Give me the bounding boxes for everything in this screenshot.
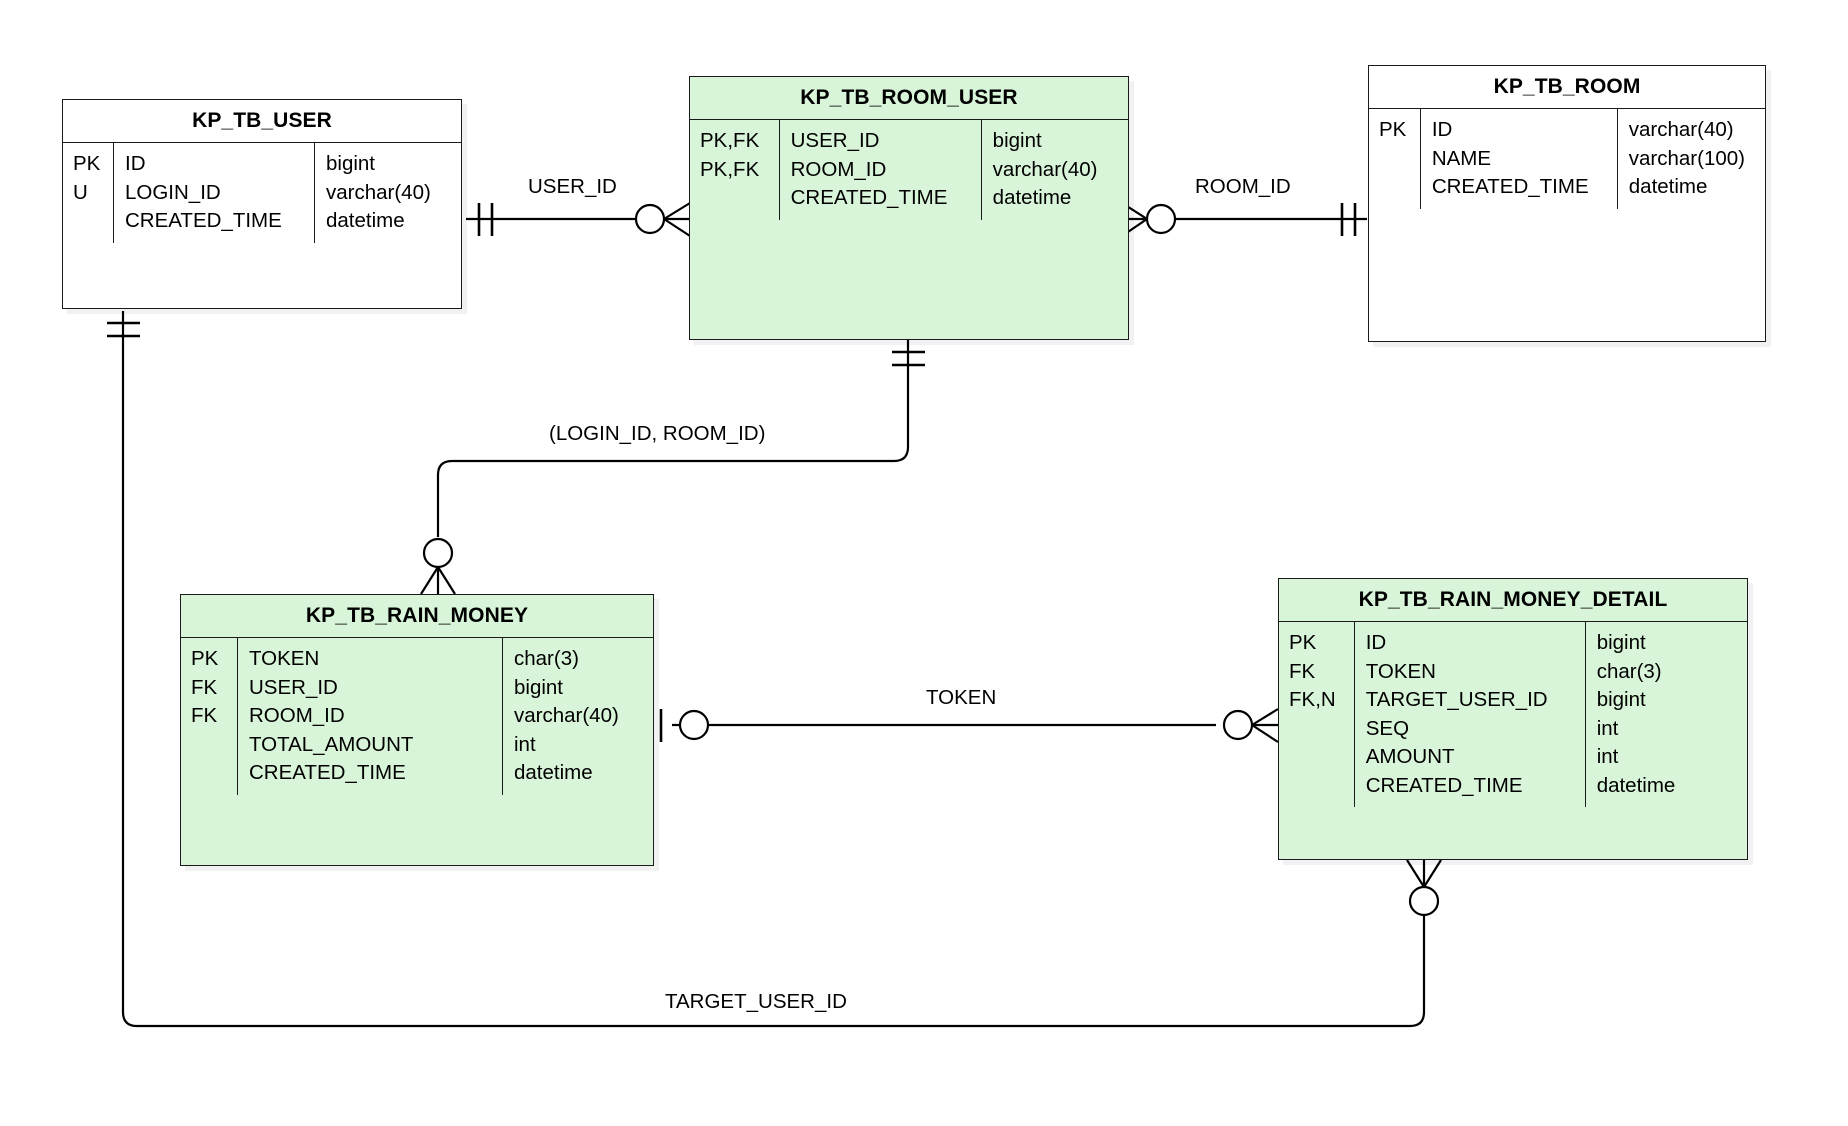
relationship-line-user-id xyxy=(466,202,691,237)
key-cell xyxy=(191,731,228,760)
key-cell: FK xyxy=(191,675,218,699)
key-cell: PK xyxy=(1289,631,1317,654)
entity-kp-tb-rain-money-detail[interactable]: KP_TB_RAIN_MONEY_DETAIL PK FK FK,N ID TO… xyxy=(1278,578,1748,860)
entity-name-column: ID TOKEN TARGET_USER_ID SEQ AMOUNT CREAT… xyxy=(1355,622,1586,807)
column-type: int xyxy=(1596,716,1619,740)
relationship-label-login-id-room-id: (LOGIN_ID, ROOM_ID) xyxy=(544,421,771,447)
column-type: char(3) xyxy=(1596,659,1662,683)
column-type: bigint xyxy=(992,129,1042,152)
column-name: CREATED_TIME xyxy=(125,209,282,232)
column-name: ID xyxy=(1365,631,1387,654)
key-cell: FK xyxy=(191,704,218,727)
entity-key-column: PK xyxy=(1369,109,1421,209)
column-name: CREATED_TIME xyxy=(249,761,406,784)
column-type: bigint xyxy=(1596,631,1646,654)
column-name: CREATED_TIME xyxy=(1365,773,1523,797)
entity-body: PK ID NAME CREATED_TIME varchar(40) varc… xyxy=(1369,109,1765,209)
relationship-label-user-id: USER_ID xyxy=(523,174,622,200)
relationship-line-token xyxy=(659,708,1279,743)
column-type: bigint xyxy=(1596,688,1646,711)
column-type: int xyxy=(1596,745,1619,768)
column-type: datetime xyxy=(1596,773,1676,797)
column-name: SEQ xyxy=(1365,716,1410,740)
key-cell xyxy=(1289,772,1345,801)
key-cell: PK,FK xyxy=(700,129,760,152)
entity-type-column: varchar(40) varchar(100) datetime xyxy=(1618,109,1765,209)
entity-name-column: TOKEN USER_ID ROOM_ID TOTAL_AMOUNT CREAT… xyxy=(238,638,503,795)
column-name: AMOUNT xyxy=(1365,745,1455,768)
entity-kp-tb-user[interactable]: KP_TB_USER PK U ID LOGIN_ID CREATED_TIME… xyxy=(62,99,462,309)
relationship-label-token: TOKEN xyxy=(921,685,1002,711)
column-name: ID xyxy=(1431,118,1453,141)
key-cell: FK,N xyxy=(1289,688,1336,711)
column-type: datetime xyxy=(326,209,405,232)
key-cell: PK xyxy=(191,647,219,670)
column-type: bigint xyxy=(514,675,564,699)
entity-key-column: PK U xyxy=(63,143,114,243)
entity-body: PK,FK PK,FK USER_ID ROOM_ID CREATED_TIME… xyxy=(690,120,1128,220)
entity-name-column: USER_ID ROOM_ID CREATED_TIME xyxy=(780,120,982,220)
entity-title: KP_TB_ROOM xyxy=(1369,66,1765,109)
key-cell xyxy=(700,184,770,213)
entity-body: PK FK FK,N ID TOKEN TARGET_USER_ID SEQ A… xyxy=(1279,622,1747,807)
entity-body: PK U ID LOGIN_ID CREATED_TIME bigint var… xyxy=(63,143,461,243)
relationship-line-login-id-room-id xyxy=(420,340,925,595)
entity-key-column: PK FK FK,N xyxy=(1279,622,1355,807)
column-name: CREATED_TIME xyxy=(1431,175,1589,198)
key-cell xyxy=(191,759,228,788)
entity-body: PK FK FK TOKEN USER_ID ROOM_ID TOTAL_AMO… xyxy=(181,638,653,795)
column-type: varchar(40) xyxy=(326,180,431,204)
column-name: ROOM_ID xyxy=(790,157,887,181)
key-cell: U xyxy=(73,180,88,204)
key-cell: PK xyxy=(73,152,101,175)
key-cell xyxy=(1289,743,1345,772)
column-name: USER_ID xyxy=(249,675,338,699)
entity-type-column: bigint char(3) bigint int int datetime xyxy=(1586,622,1747,807)
entity-title: KP_TB_ROOM_USER xyxy=(690,77,1128,120)
relationship-line-room-id xyxy=(1121,202,1367,237)
entity-type-column: char(3) bigint varchar(40) int datetime xyxy=(503,638,653,795)
key-cell xyxy=(1289,715,1345,744)
entity-title: KP_TB_RAIN_MONEY xyxy=(181,595,653,638)
entity-name-column: ID LOGIN_ID CREATED_TIME xyxy=(114,143,315,243)
column-type: varchar(40) xyxy=(992,157,1098,181)
key-cell: PK,FK xyxy=(700,157,760,181)
column-type: datetime xyxy=(992,186,1072,209)
key-cell: FK xyxy=(1289,659,1316,683)
relationship-label-room-id: ROOM_ID xyxy=(1190,174,1296,200)
entity-kp-tb-room-user[interactable]: KP_TB_ROOM_USER PK,FK PK,FK USER_ID ROOM… xyxy=(689,76,1129,340)
entity-title: KP_TB_USER xyxy=(63,100,461,143)
column-type: char(3) xyxy=(514,647,579,670)
entity-title: KP_TB_RAIN_MONEY_DETAIL xyxy=(1279,579,1747,622)
column-type: varchar(40) xyxy=(1628,118,1734,141)
column-type: varchar(40) xyxy=(514,704,619,727)
column-name: USER_ID xyxy=(790,129,880,152)
entity-key-column: PK FK FK xyxy=(181,638,238,795)
key-cell xyxy=(1379,173,1411,202)
column-name: ID xyxy=(125,152,146,175)
column-name: TOTAL_AMOUNT xyxy=(249,732,414,756)
column-type: bigint xyxy=(326,152,376,175)
column-name: ROOM_ID xyxy=(249,704,345,727)
column-type: varchar(100) xyxy=(1628,146,1745,170)
column-type: datetime xyxy=(514,761,593,784)
column-name: NAME xyxy=(1431,146,1492,170)
entity-kp-tb-room[interactable]: KP_TB_ROOM PK ID NAME CREATED_TIME varch… xyxy=(1368,65,1766,342)
column-name: TARGET_USER_ID xyxy=(1365,688,1548,711)
column-type: datetime xyxy=(1628,175,1708,198)
entity-type-column: bigint varchar(40) datetime xyxy=(982,120,1128,220)
entity-key-column: PK,FK PK,FK xyxy=(690,120,780,220)
column-name: LOGIN_ID xyxy=(125,180,221,204)
entity-name-column: ID NAME CREATED_TIME xyxy=(1421,109,1618,209)
key-cell: PK xyxy=(1379,118,1407,141)
key-cell xyxy=(73,207,104,236)
key-cell xyxy=(1379,145,1411,174)
column-name: TOKEN xyxy=(249,647,320,670)
column-type: int xyxy=(514,732,536,756)
entity-kp-tb-rain-money[interactable]: KP_TB_RAIN_MONEY PK FK FK TOKEN USER_ID … xyxy=(180,594,654,866)
entity-type-column: bigint varchar(40) datetime xyxy=(315,143,461,243)
relationship-label-target-user-id: TARGET_USER_ID xyxy=(660,989,852,1015)
column-name: TOKEN xyxy=(1365,659,1436,683)
column-name: CREATED_TIME xyxy=(790,186,948,209)
